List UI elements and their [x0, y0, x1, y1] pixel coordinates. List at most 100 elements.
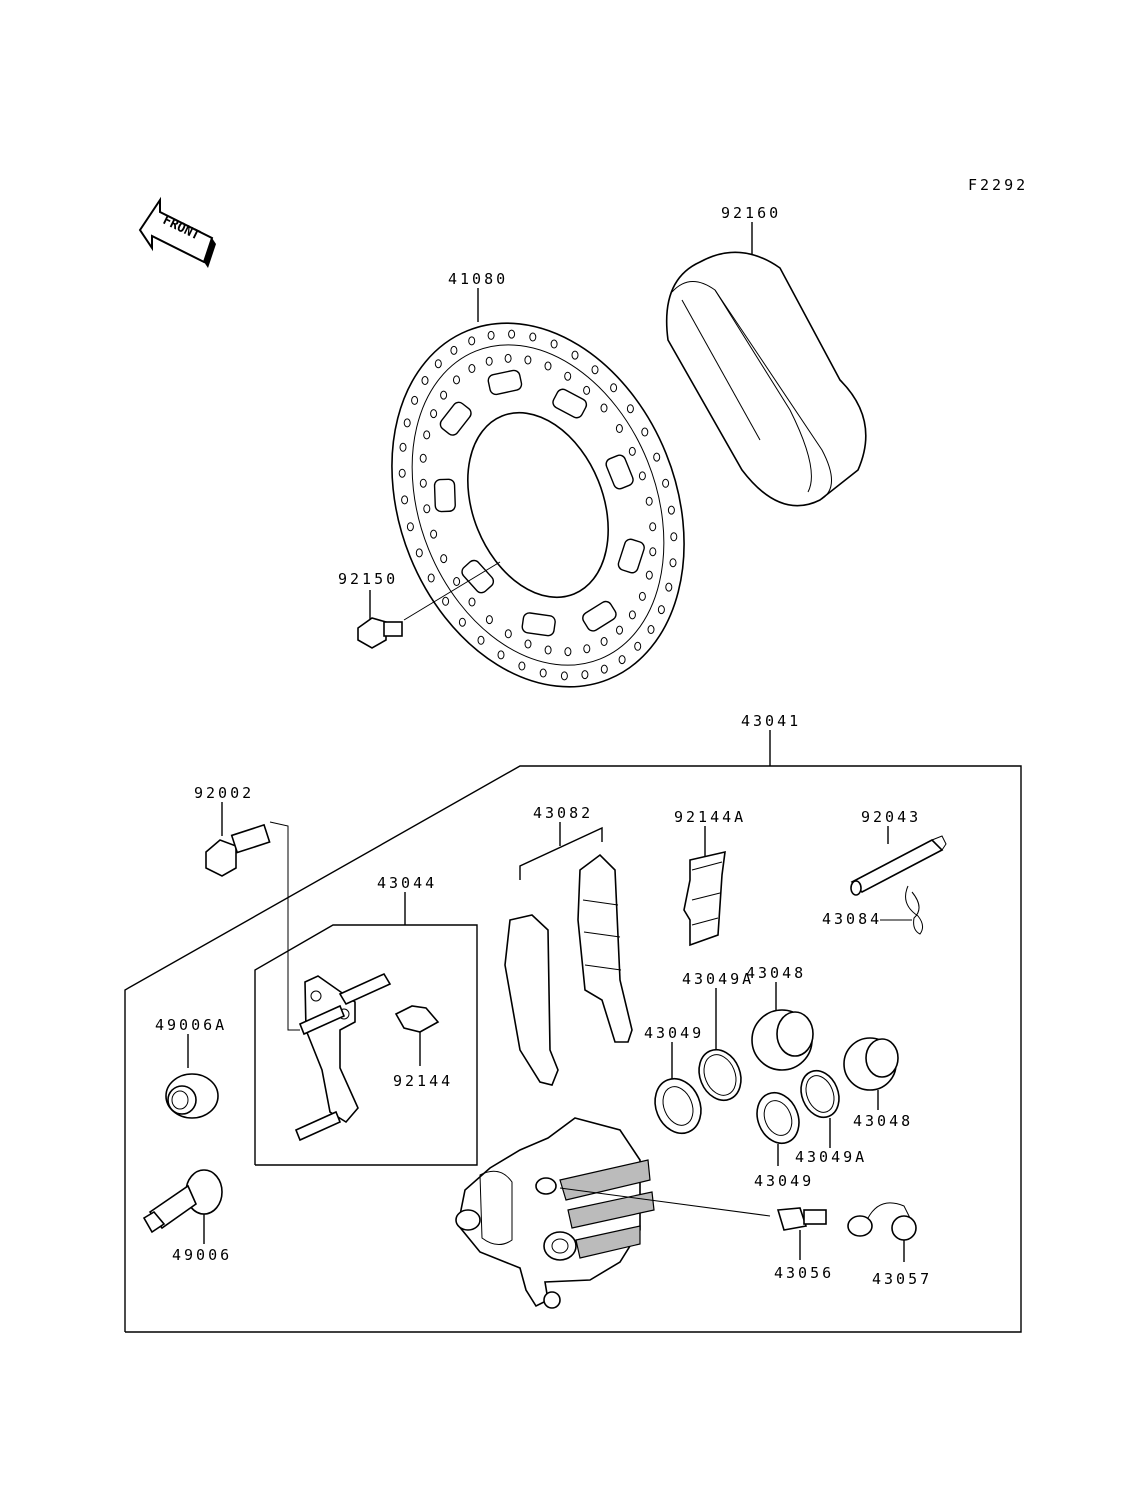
rotor-hole [571, 350, 579, 360]
rotor-hole [508, 329, 516, 339]
part-92150-bolt[interactable] [357, 561, 501, 649]
rotor-hole [487, 330, 495, 340]
rotor-hole [453, 577, 461, 586]
rotor-hole [529, 332, 537, 342]
rotor-hole [610, 383, 618, 393]
rotor-slot [439, 401, 472, 436]
part-41080-brake-rotor[interactable] [340, 279, 737, 731]
rotor-hole [564, 647, 572, 657]
rotor-slot [461, 559, 495, 594]
part-label-43049A-lower: 43049A [795, 1148, 867, 1166]
part-43056-bleeder[interactable] [559, 1187, 827, 1260]
rotor-slot [521, 612, 556, 637]
rotor-hole [667, 505, 675, 515]
part-43049-seal-lower[interactable] [750, 1086, 807, 1166]
rotor-hole [550, 339, 558, 349]
part-label-92150: 92150 [338, 570, 398, 588]
rotor-hole [649, 547, 657, 557]
rotor-slot [605, 454, 634, 490]
rotor-hole [524, 639, 532, 649]
part-92043-pin[interactable] [850, 826, 947, 896]
rotor-hole [628, 610, 636, 620]
part-92160[interactable] [665, 222, 867, 507]
rotor-hole [564, 371, 572, 381]
part-label-43044: 43044 [377, 874, 437, 892]
rotor-hole [615, 424, 623, 433]
rotor-hole [458, 617, 466, 627]
rotor-hole [634, 641, 642, 651]
rotor-slot [552, 388, 588, 419]
part-43048-piston-upper[interactable] [751, 982, 814, 1071]
part-label-49006A: 49006A [155, 1016, 227, 1034]
part-label-49006: 49006 [172, 1246, 232, 1264]
rotor-hole [485, 615, 493, 625]
rotor-hole [626, 404, 634, 414]
part-43057-cap[interactable] [847, 1202, 917, 1262]
rotor-hole [583, 644, 591, 654]
part-49006A-bushing[interactable] [165, 1034, 219, 1119]
rotor-hole [649, 522, 657, 532]
rotor-hole [628, 446, 636, 456]
rotor-hole [645, 496, 653, 506]
part-43048-piston-lower[interactable] [843, 1037, 899, 1110]
rotor-hole [665, 582, 673, 592]
part-43049-seal-upper[interactable] [647, 1042, 709, 1140]
part-92002-bolt[interactable] [205, 802, 300, 1031]
part-92144-clip[interactable] [394, 1005, 440, 1066]
part-43049A-seal-lower[interactable] [794, 1065, 845, 1148]
rotor-hole [616, 625, 623, 635]
rotor-hole [638, 471, 646, 481]
part-92144A-spring[interactable] [683, 826, 726, 947]
part-label-43049A-upper: 43049A [682, 970, 754, 988]
front-arrow-icon: FRONT [138, 196, 216, 268]
rotor-hole [477, 635, 485, 645]
rotor-hole [653, 452, 661, 462]
part-label-43048-lower: 43048 [853, 1112, 913, 1130]
rotor-hole [497, 650, 505, 660]
part-43084-clip[interactable] [880, 885, 924, 935]
rotor-slot [433, 478, 456, 513]
rotor-slot [487, 369, 523, 396]
part-label-43041: 43041 [741, 712, 801, 730]
rotor-hole [662, 478, 670, 488]
rotor-hole [645, 570, 653, 580]
part-49006-pin[interactable] [142, 1169, 223, 1244]
rotor-hole [440, 390, 448, 400]
rotor-hole [453, 375, 460, 385]
rotor-hole [419, 453, 427, 463]
rotor-hole [539, 668, 547, 678]
part-label-92144: 92144 [393, 1072, 453, 1090]
rotor-hole [670, 532, 678, 542]
rotor-hole [401, 495, 409, 505]
rotor-hole [518, 661, 526, 671]
rotor-hole [423, 430, 431, 440]
rotor-hole [524, 355, 532, 365]
part-label-43057: 43057 [872, 1270, 932, 1288]
part-label-92144A: 92144A [674, 808, 746, 826]
part-label-43082: 43082 [533, 804, 593, 822]
part-43044-bracket[interactable] [294, 892, 406, 1142]
part-43049A-seal-upper[interactable] [692, 988, 749, 1107]
rotor-hole [600, 637, 608, 646]
rotor-hole [415, 548, 423, 558]
rotor-hole [600, 664, 608, 674]
rotor-hole [560, 671, 568, 681]
rotor-hole [618, 655, 626, 665]
rotor-hole [430, 409, 438, 419]
rotor-hole [411, 395, 419, 405]
rotor-hole [430, 529, 438, 539]
rotor-hole [544, 361, 552, 371]
rotor-hole [544, 645, 552, 655]
caliper-body [455, 1117, 655, 1309]
rotor-hole [434, 359, 442, 369]
rotor-hole [450, 345, 458, 355]
part-label-43084: 43084 [822, 910, 882, 928]
rotor-hole [399, 442, 407, 452]
rotor-hole [641, 427, 649, 437]
part-label-92043: 92043 [861, 808, 921, 826]
rotor-hole [600, 403, 608, 413]
part-label-92002: 92002 [194, 784, 254, 802]
part-label-43049-upper: 43049 [644, 1024, 704, 1042]
part-43082-brake-pads[interactable] [504, 822, 633, 1086]
